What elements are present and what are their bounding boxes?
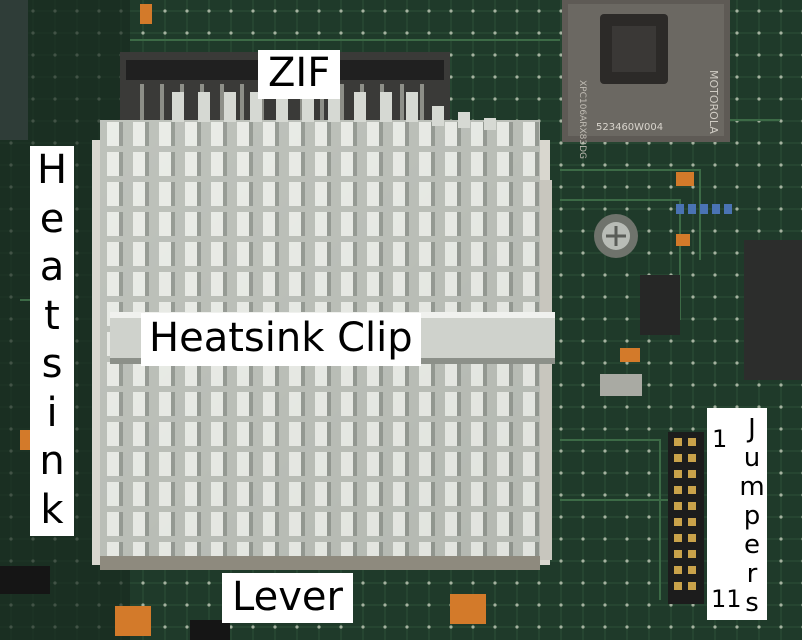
heatsink-letter: e — [39, 195, 65, 242]
heatsink-letter: n — [39, 438, 65, 485]
jumpers-letter: m — [739, 472, 765, 502]
heatsink-vertical-label: H e a t s i n k — [30, 146, 74, 536]
jumpers-letter: e — [744, 530, 760, 560]
chip-brand-text: MOTOROLA — [707, 70, 720, 134]
lever-label: Lever — [222, 573, 353, 623]
crystal — [600, 374, 642, 396]
jumper-last-number: 11 — [711, 585, 742, 613]
chip-serial-text: 523460W004 — [596, 122, 663, 133]
jumper-first-number: 1 — [712, 425, 728, 453]
jumpers-letter: p — [743, 501, 761, 531]
zif-lever — [100, 556, 540, 570]
heatsink-letter: t — [44, 292, 60, 339]
zif-label: ZIF — [258, 50, 341, 99]
jumpers-letter: r — [746, 559, 758, 589]
ic-small — [640, 275, 680, 335]
heatsink-letter: H — [36, 147, 68, 193]
jumpers-letter: u — [743, 443, 761, 473]
chip-code-text: XPC106ARX83DG — [577, 80, 587, 159]
jumpers-label-box — [707, 408, 767, 620]
ic-right — [744, 240, 802, 380]
jumper-header — [668, 432, 704, 604]
heatsink-letter: s — [41, 341, 63, 388]
heatsink-clip-label: Heatsink Clip — [141, 313, 421, 366]
jumpers-letter: s — [745, 588, 759, 618]
jumpers-vertical-label: J u m p e r s — [739, 414, 765, 618]
heatsink-letter: i — [46, 389, 58, 436]
heatsink-letter: a — [39, 244, 65, 291]
jumpers-letter: J — [748, 414, 756, 444]
heatsink-letter: k — [40, 486, 64, 533]
